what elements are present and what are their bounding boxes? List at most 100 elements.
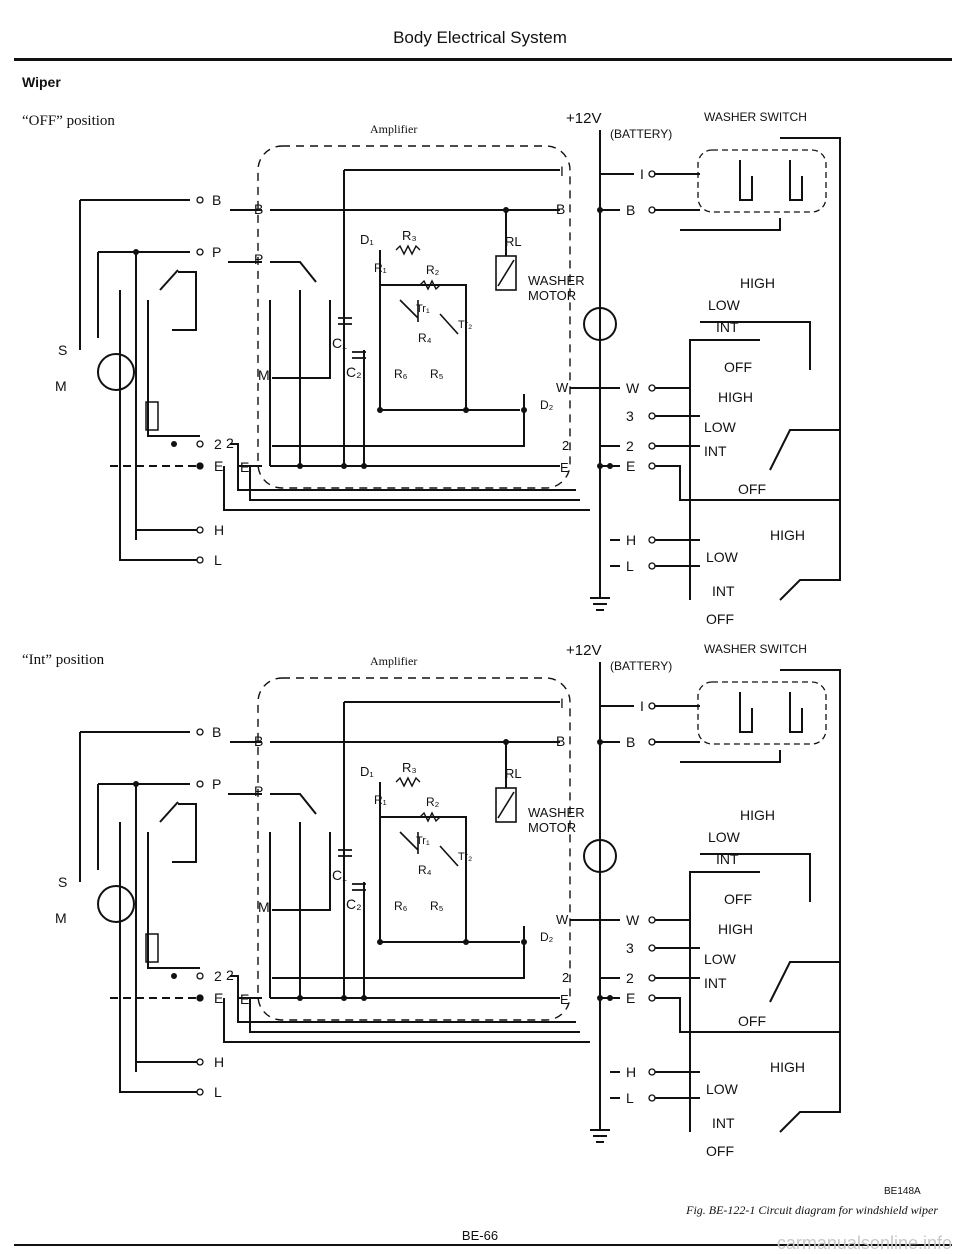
junction-dot — [463, 939, 469, 945]
diagram-label: RL — [505, 766, 522, 781]
amplifier-boundary — [257, 677, 571, 1021]
wire — [119, 290, 200, 561]
diagram-label: HIGH — [770, 527, 805, 543]
transistor-symbols — [399, 299, 459, 335]
diagram-label: LOW — [706, 1081, 739, 1097]
wire — [249, 466, 580, 501]
diagram-label: B — [626, 734, 635, 750]
capacitors — [338, 849, 366, 891]
wiper-motor — [97, 885, 135, 923]
wire — [769, 429, 840, 471]
wire — [272, 832, 331, 911]
wire — [789, 160, 803, 201]
terminal-ring — [196, 1088, 204, 1096]
terminal-ring — [648, 1094, 656, 1102]
diagram-label: L — [626, 1090, 634, 1106]
wire — [739, 160, 753, 201]
section-title: Wiper — [22, 74, 61, 90]
terminal-ring — [196, 556, 204, 564]
diagram-label: MOTOR — [528, 820, 576, 835]
diagram-label: HIGH — [718, 389, 753, 405]
diagram-label: 3 — [626, 940, 634, 956]
terminal-ring — [196, 196, 204, 204]
wire — [769, 961, 840, 1003]
diagram-label: P — [212, 776, 221, 792]
diagram-label: WASHER SWITCH — [704, 642, 807, 656]
relay-coil-diagonal — [497, 791, 515, 819]
junction-dot — [377, 407, 383, 413]
wire — [230, 443, 576, 491]
diagram-label: (BATTERY) — [610, 659, 672, 673]
diagram-label: L — [214, 1084, 222, 1100]
diagram-label: L — [626, 558, 634, 574]
diagram-label: E — [214, 990, 223, 1006]
diagram-label: HIGH — [718, 921, 753, 937]
figure-caption: Fig. BE-122-1 Circuit diagram for windsh… — [686, 1203, 938, 1217]
diagram-label: 2 — [626, 438, 634, 454]
diagram-label: 2 — [562, 438, 569, 453]
diagram-label: Amplifier — [370, 122, 417, 136]
diagram-label: LOW — [708, 297, 741, 313]
diagram-label: MOTOR — [528, 288, 576, 303]
diagram-label: R₄ — [418, 863, 432, 877]
resistor-r3 — [395, 244, 421, 256]
transistor-symbols — [399, 831, 459, 867]
wire — [272, 926, 525, 979]
diagram-label: 3 — [626, 408, 634, 424]
terminal-ring — [648, 944, 656, 952]
wire — [380, 816, 467, 942]
position-label-off: “OFF” position — [22, 113, 115, 129]
junction-dot — [607, 463, 613, 469]
diagram-label: M — [55, 378, 67, 394]
wire — [270, 261, 317, 283]
wire — [680, 750, 781, 763]
field-coil — [145, 401, 159, 431]
diagram-label: R₄ — [418, 331, 432, 345]
junction-dot — [597, 739, 603, 745]
junction-dot — [171, 973, 177, 979]
wire — [379, 782, 520, 943]
terminal-ring — [648, 994, 656, 1002]
diagram-label: M — [258, 899, 270, 915]
diagram-label: H — [626, 532, 636, 548]
diagram-label: B — [254, 733, 263, 749]
diagram-label: +12V — [566, 110, 601, 127]
diagram-label: WASHER — [528, 805, 585, 820]
diagram-label: S — [58, 342, 67, 358]
wire — [789, 692, 803, 733]
diagram-label: B — [212, 724, 221, 740]
footer-rule — [14, 1244, 952, 1246]
terminal-ring — [648, 916, 656, 924]
diagram-label: S — [58, 874, 67, 890]
terminal-ring — [196, 248, 204, 256]
diagram-label: W — [556, 380, 569, 395]
diagram-label: B — [212, 192, 221, 208]
wire — [655, 997, 840, 1033]
diagram-label: C₂ — [346, 896, 362, 912]
diagram-label: +12V — [566, 642, 601, 659]
wire — [779, 972, 841, 1133]
diagram-label: HIGH — [740, 275, 775, 291]
diagram-label: 2 — [226, 967, 234, 983]
wire — [223, 466, 590, 511]
figure-code: BE148A — [884, 1186, 921, 1197]
watermark: carmanualsonline.info — [776, 1233, 952, 1253]
diagram-label: M — [55, 910, 67, 926]
diagram-label: 2 — [214, 968, 222, 984]
diagram-label: 2 — [214, 436, 222, 452]
diagram-label: W — [626, 380, 640, 396]
diagram-label: E — [240, 991, 249, 1007]
diagram-label: H — [214, 1054, 224, 1070]
diagram-label: E — [560, 460, 569, 475]
diagram-label: R₅ — [430, 367, 444, 381]
diagram-label: B — [556, 733, 565, 749]
junction-dot — [377, 939, 383, 945]
wire — [779, 440, 841, 601]
page-header-title: Body Electrical System — [393, 28, 567, 47]
diagram-label: OFF — [738, 1013, 766, 1029]
wire — [249, 998, 580, 1033]
diagram-label: E — [626, 990, 635, 1006]
junction-dot — [361, 995, 367, 1001]
